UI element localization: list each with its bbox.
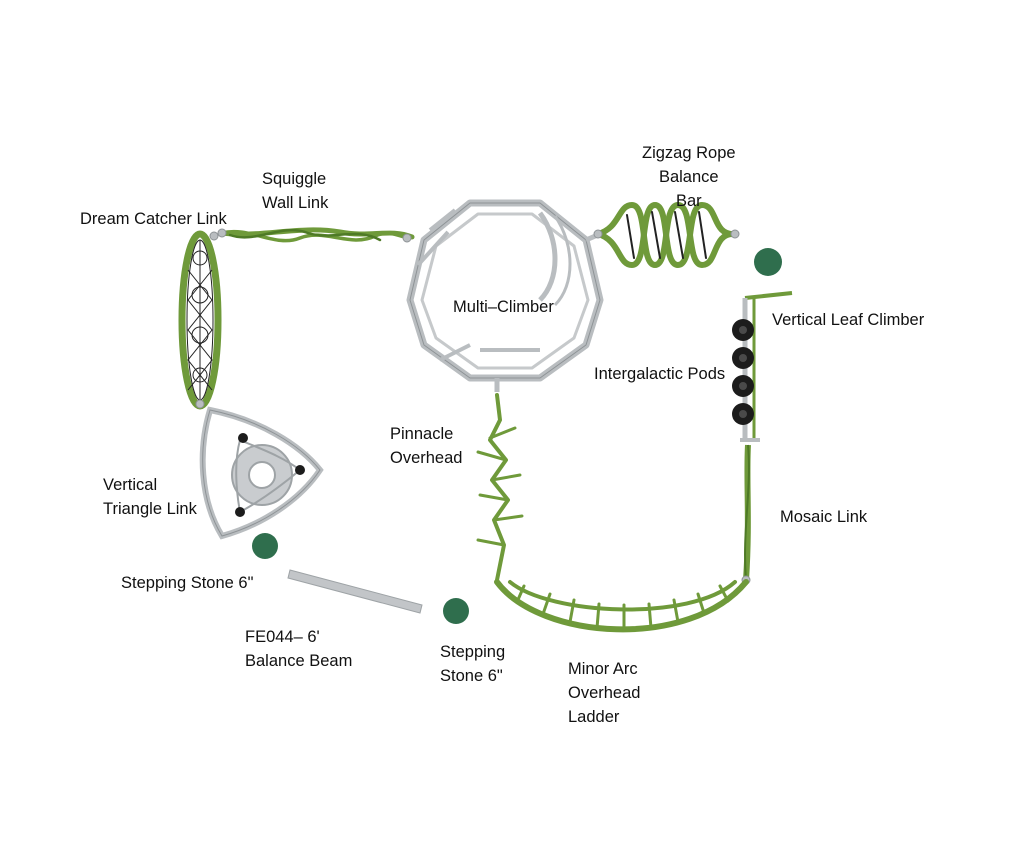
pinnacle-overhead xyxy=(476,393,524,582)
minor-arc-overhead-ladder xyxy=(494,579,749,633)
multi-climber xyxy=(406,199,604,392)
label-minor-arc-overhead-ladder: Minor Arc Overhead Ladder xyxy=(568,657,640,729)
label-beam-line-2: Balance Beam xyxy=(245,652,353,670)
label-stepping-stone-right: Stepping Stone 6" xyxy=(440,640,505,688)
label-balance-beam: FE044– 6' Balance Beam xyxy=(245,625,352,673)
label-arc-line-2: Overhead xyxy=(568,684,641,702)
stepping-stone-left xyxy=(252,533,278,559)
label-triangle-line-2: Triangle Link xyxy=(103,500,197,518)
label-triangle-line-1: Vertical xyxy=(103,476,158,494)
label-intergalactic-pods: Intergalactic Pods xyxy=(594,365,726,383)
intergalactic-pods xyxy=(732,319,754,425)
label-pinnacle-overhead: Pinnacle Overhead xyxy=(390,422,462,470)
label-zigzag-line-2: Balance xyxy=(658,168,719,186)
balance-beam xyxy=(287,569,423,614)
dream-catcher-link xyxy=(178,230,222,410)
label-arc-line-3: Ladder xyxy=(568,708,620,726)
squiggle-wall-link xyxy=(217,227,415,243)
label-stone-line-2: Stone 6" xyxy=(440,667,503,685)
label-dream-catcher-link: Dream Catcher Link xyxy=(80,210,227,228)
label-zigzag-rope-balance-bar: Zigzag Rope Balance Bar xyxy=(642,141,736,213)
label-zigzag-line-1: Zigzag Rope xyxy=(642,144,736,162)
label-zigzag-line-3: Bar xyxy=(675,192,702,210)
label-mosaic-link: Mosaic Link xyxy=(780,508,868,526)
label-pinnacle-line-1: Pinnacle xyxy=(390,425,454,443)
mosaic-link xyxy=(741,444,751,585)
label-pinnacle-line-2: Overhead xyxy=(390,449,463,467)
label-multi-climber: Multi–Climber xyxy=(453,298,554,316)
label-squiggle-wall-link: Squiggle Wall Link xyxy=(262,167,328,215)
label-vertical-leaf-climber: Vertical Leaf Climber xyxy=(772,311,925,329)
vertical-triangle-link xyxy=(199,406,324,540)
label-arc-line-1: Minor Arc xyxy=(568,660,638,678)
zigzag-rope-balance-bar xyxy=(593,201,740,269)
label-squiggle-line-2: Wall Link xyxy=(262,194,329,212)
label-stepping-stone-left: Stepping Stone 6" xyxy=(121,574,254,592)
label-squiggle-line-1: Squiggle xyxy=(262,170,327,188)
label-beam-line-1: FE044– 6' xyxy=(245,628,320,646)
stepping-stone-top-right xyxy=(754,248,782,276)
label-vertical-triangle-link: Vertical Triangle Link xyxy=(103,473,197,521)
stepping-stone-bottom xyxy=(443,598,469,624)
label-stone-line-1: Stepping xyxy=(440,643,506,661)
